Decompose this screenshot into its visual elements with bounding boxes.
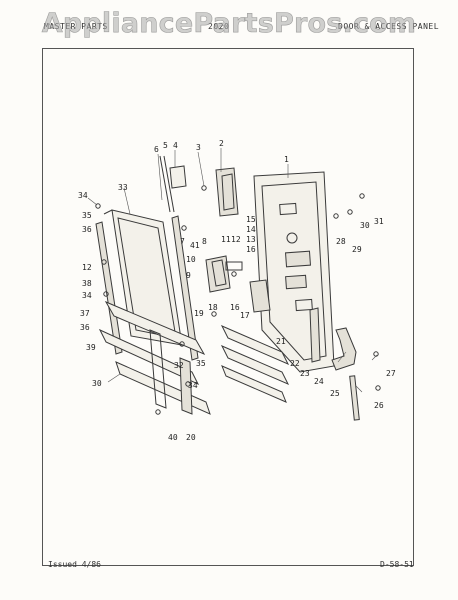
callout-35a: 35 [82,211,92,220]
hinge-arm [331,327,360,421]
callout-29: 29 [352,245,362,254]
callout-38: 38 [82,279,92,288]
callout-12a: 12 [82,263,92,272]
callout-15: 15 [246,215,256,224]
callout-25: 25 [330,389,340,398]
callout-2: 2 [219,139,224,148]
callout-39: 39 [86,343,96,352]
callout-7: 7 [180,237,185,246]
callout-16b: 16 [230,303,240,312]
issued-date: Issued 4/86 [48,560,101,569]
leader-lines [87,148,378,393]
header-left: MASTER PARTS [44,22,108,31]
callout-11: 11 [221,235,231,244]
callout-8: 8 [202,237,207,246]
callout-30a: 30 [360,221,370,230]
callout-20: 20 [186,433,196,442]
callout-26: 26 [374,401,384,410]
header-middle: 2020 [208,22,230,31]
callout-23: 23 [300,369,310,378]
callout-33: 33 [118,183,128,192]
callout-5: 5 [163,141,168,150]
callout-30b: 30 [92,379,102,388]
callout-13: 13 [246,235,256,244]
callout-36a: 36 [82,225,92,234]
callout-34c: 34 [188,381,198,390]
callout-18: 18 [208,303,218,312]
watermark-text: AppliancePartsPros.com [41,8,417,40]
inner-door-liner [253,171,335,373]
latch-handle-assembly [205,255,271,313]
header-right: DOOR & ACCESS PANEL [338,22,440,31]
callout-28: 28 [336,237,346,246]
callout-32: 32 [174,361,184,370]
callout-34b: 34 [82,291,92,300]
screws-and-fasteners [95,185,381,415]
callout-41: 41 [190,241,200,250]
latch-mechanism [159,155,239,217]
callout-3: 3 [196,143,201,152]
callout-17: 17 [240,311,250,320]
callout-14: 14 [246,225,256,234]
diagram-frame [42,48,414,566]
callout-10: 10 [186,255,196,264]
diagram-code: D-58-51 [380,560,414,569]
inner-lower-rails [220,307,321,403]
callout-4: 4 [173,141,178,150]
callout-35b: 35 [196,359,206,368]
callout-1: 1 [284,155,289,164]
callout-34a: 34 [78,191,88,200]
callout-27: 27 [386,369,396,378]
callout-21: 21 [276,337,286,346]
callout-22: 22 [290,359,300,368]
callout-9: 9 [186,271,191,280]
callout-16a: 16 [246,245,256,254]
callout-6: 6 [154,145,159,154]
callout-36b: 36 [80,323,90,332]
callout-37: 37 [80,309,90,318]
side-trim-strip [95,215,199,361]
callout-19: 19 [194,309,204,318]
callout-12b: 12 [231,235,241,244]
callout-40: 40 [168,433,178,442]
callout-24: 24 [314,377,324,386]
bottom-trim-assembly [98,300,211,415]
callout-31: 31 [374,217,384,226]
